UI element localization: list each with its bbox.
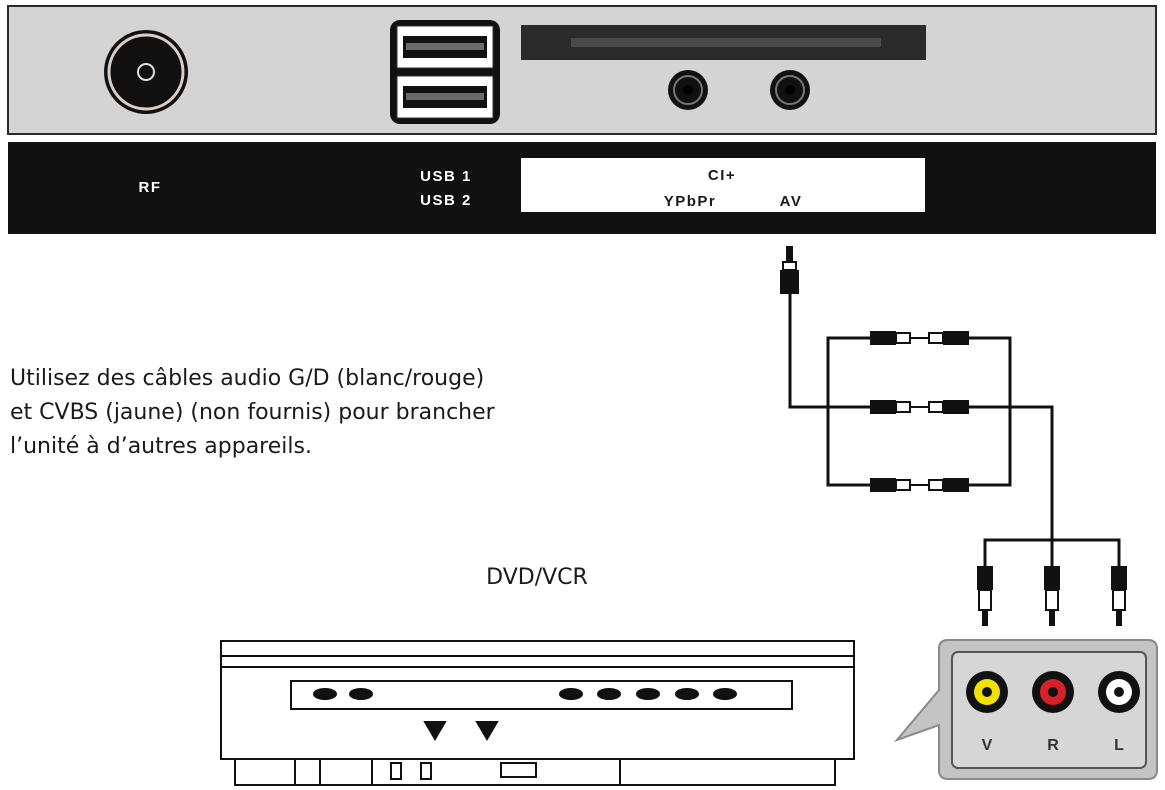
rca-coupler-middle-icon (870, 400, 969, 414)
av-cable (788, 294, 1121, 570)
rf-label: RF (139, 179, 162, 196)
usb2-label: USB 2 (420, 192, 472, 209)
left-audio-jack-icon (1098, 671, 1140, 713)
tv-rear-panel (7, 5, 1157, 135)
device-label: DVD/VCR (486, 565, 588, 590)
rca-coupler-top-icon (870, 331, 969, 345)
left-jack-label: L (1114, 737, 1124, 754)
rf-connector-icon (104, 30, 188, 114)
instruction-line-2: et CVBS (jaune) (non fournis) pour branc… (10, 400, 496, 425)
ci-slot-icon (521, 25, 926, 60)
rca-plug-video-icon (977, 566, 993, 626)
av-jack-icon (770, 70, 810, 110)
instruction-text: Utilisez des câbles audio G/D (blanc/rou… (10, 366, 496, 459)
port-label-strip: RF USB 1 USB 2 CI+ YPbPr AV (8, 142, 1156, 234)
av-jack-callout: V R L (893, 639, 1158, 780)
usb-ports-icon (390, 20, 500, 124)
instruction-line-1: Utilisez des câbles audio G/D (blanc/rou… (10, 366, 484, 391)
ci-label: CI+ (708, 167, 736, 184)
ypbpr-label: YPbPr (664, 193, 717, 210)
av-label: AV (780, 193, 803, 210)
rca-plug-right-icon (1044, 566, 1060, 626)
instruction-line-3: l’unité à d’autres appareils. (10, 434, 312, 459)
right-audio-jack-icon (1032, 671, 1074, 713)
ypbpr-jack-icon (668, 70, 708, 110)
rca-coupler-bottom-icon (870, 478, 969, 492)
dvd-vcr-device-icon (220, 640, 855, 786)
right-jack-label: R (1047, 737, 1059, 754)
video-jack-label: V (982, 737, 993, 754)
mini-plug-icon (780, 246, 799, 294)
usb1-label: USB 1 (420, 168, 472, 185)
video-jack-icon (966, 671, 1008, 713)
ci-av-label-box (521, 158, 925, 212)
rca-plug-left-icon (1111, 566, 1127, 626)
